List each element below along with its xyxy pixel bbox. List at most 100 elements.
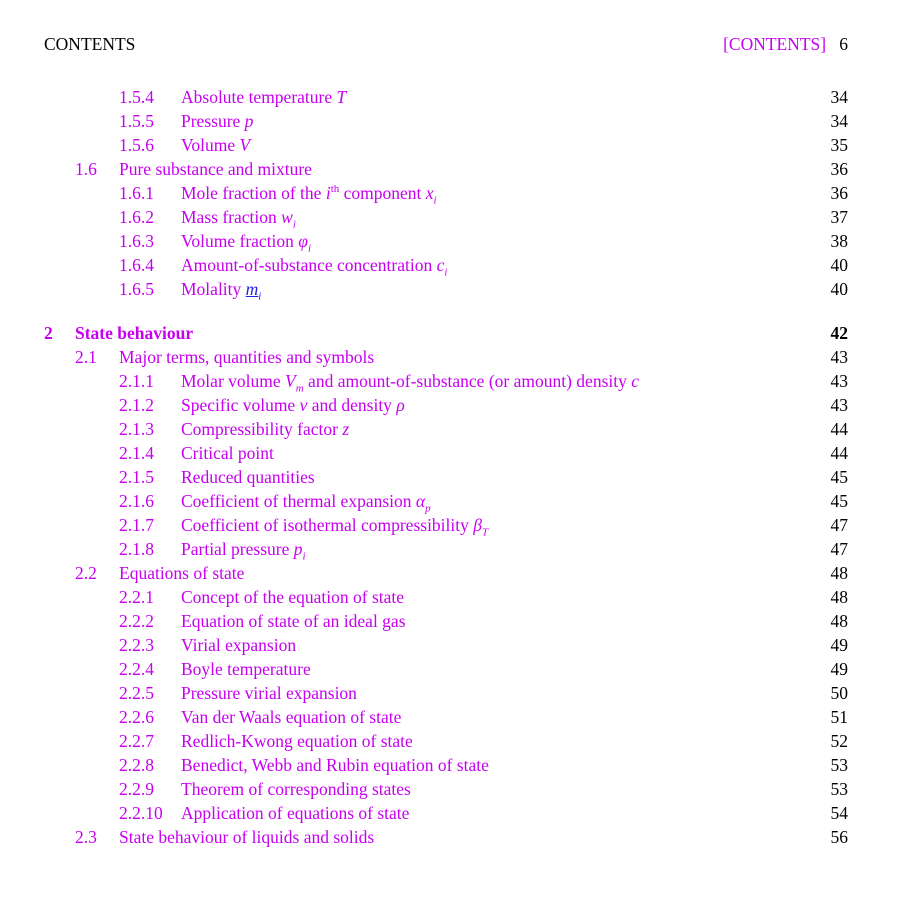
entry-number[interactable]: 1.6.3 [119,231,154,251]
entry-title[interactable]: Equation of state of an ideal gas [181,609,406,633]
entry-page[interactable]: 42 [830,323,849,343]
entry-number[interactable]: 2.2 [75,563,97,583]
toc-entry[interactable]: 2.2.7 Redlich-Kwong equation of state 52 [0,729,898,753]
entry-page[interactable]: 49 [830,635,849,655]
entry-page[interactable]: 48 [830,611,849,631]
entry-page[interactable]: 43 [830,347,849,367]
entry-title[interactable]: Reduced quantities [181,465,315,489]
toc-entry[interactable]: 1.5.5 Pressure p 34 [0,109,898,133]
entry-title[interactable]: State behaviour of liquids and solids [119,825,374,849]
entry-page[interactable]: 47 [830,515,849,535]
entry-title[interactable]: Pure substance and mixture [119,157,312,181]
entry-number[interactable]: 2.2.10 [119,803,163,823]
toc-entry[interactable]: 2.2.6 Van der Waals equation of state 51 [0,705,898,729]
entry-title[interactable]: Absolute temperature T [181,85,346,109]
entry-number[interactable]: 2.3 [75,827,97,847]
toc-entry[interactable]: 2.2.3 Virial expansion 49 [0,633,898,657]
entry-number[interactable]: 2.1.1 [119,371,154,391]
entry-page[interactable]: 45 [830,491,849,511]
entry-number[interactable]: 2.1.4 [119,443,154,463]
entry-page[interactable]: 43 [830,395,849,415]
entry-number[interactable]: 2.2.4 [119,659,154,679]
entry-title[interactable]: Amount-of-substance concentration ci [181,253,447,278]
entry-title[interactable]: Volume fraction φi [181,229,311,254]
entry-page[interactable]: 38 [830,231,849,251]
entry-page[interactable]: 48 [830,587,849,607]
entry-number[interactable]: 2.1.6 [119,491,154,511]
entry-title[interactable]: Critical point [181,441,274,465]
entry-number[interactable]: 1.6.2 [119,207,154,227]
entry-page[interactable]: 40 [830,255,849,275]
entry-number[interactable]: 2.1.7 [119,515,154,535]
entry-title[interactable]: Volume V [181,133,250,157]
entry-number[interactable]: 2.1 [75,347,97,367]
entry-title[interactable]: Theorem of corresponding states [181,777,411,801]
contents-link[interactable]: [CONTENTS] [723,34,827,54]
entry-number[interactable]: 2.2.5 [119,683,154,703]
entry-title[interactable]: State behaviour [75,321,193,345]
entry-page[interactable]: 49 [830,659,849,679]
toc-entry[interactable]: 1.6.1 Mole fraction of the ith component … [0,181,898,206]
toc-entry[interactable]: 1.6.4 Amount-of-substance concentration c… [0,253,898,278]
toc-entry[interactable]: 2.2.8 Benedict, Webb and Rubin equation o… [0,753,898,777]
entry-number[interactable]: 2.2.7 [119,731,154,751]
entry-title[interactable]: Major terms, quantities and symbols [119,345,374,369]
entry-number[interactable]: 2.2.2 [119,611,154,631]
entry-number[interactable]: 1.5.5 [119,111,154,131]
entry-page[interactable]: 50 [830,683,849,703]
entry-title[interactable]: Benedict, Webb and Rubin equation of sta… [181,753,489,777]
toc-entry[interactable]: 1.6.2 Mass fraction wi 37 [0,205,898,230]
entry-title[interactable]: Redlich-Kwong equation of state [181,729,413,753]
entry-title[interactable]: Application of equations of state [181,801,409,825]
entry-title[interactable]: Compressibility factor z [181,417,349,441]
toc-entry[interactable]: 2.1.4 Critical point 44 [0,441,898,465]
toc-entry[interactable]: 2.1 Major terms, quantities and symbols 43 [0,345,898,369]
entry-number[interactable]: 1.5.4 [119,87,154,107]
entry-page[interactable]: 43 [830,371,849,391]
entry-number[interactable]: 1.6.1 [119,183,154,203]
entry-title[interactable]: Molality mi [181,277,261,302]
entry-title[interactable]: Molar volume Vm and amount-of-substance … [181,369,639,394]
toc-entry[interactable]: 1.6.3 Volume fraction φi 38 [0,229,898,254]
entry-title[interactable]: Mole fraction of the ith component xi [181,181,437,206]
entry-number[interactable]: 2.1.5 [119,467,154,487]
entry-title[interactable]: Boyle temperature [181,657,311,681]
entry-page[interactable]: 34 [830,111,849,131]
toc-entry[interactable]: 2.2.2 Equation of state of an ideal gas 48 [0,609,898,633]
entry-title[interactable]: Concept of the equation of state [181,585,404,609]
entry-number[interactable]: 2.2.6 [119,707,154,727]
entry-number[interactable]: 2 [44,323,53,343]
entry-number[interactable]: 2.1.8 [119,539,154,559]
entry-title[interactable]: Virial expansion [181,633,296,657]
entry-title[interactable]: Mass fraction wi [181,205,296,230]
toc-entry[interactable]: 2.1.1 Molar volume Vm and amount-of-subst… [0,369,898,394]
toc-entry[interactable]: 2.3 State behaviour of liquids and solids… [0,825,898,849]
entry-page[interactable]: 35 [830,135,849,155]
entry-page[interactable]: 37 [830,207,849,227]
entry-number[interactable]: 1.6.4 [119,255,154,275]
entry-page[interactable]: 36 [830,183,849,203]
entry-title[interactable]: Van der Waals equation of state [181,705,401,729]
entry-number[interactable]: 1.6 [75,159,97,179]
entry-number[interactable]: 2.2.3 [119,635,154,655]
entry-title[interactable]: Pressure p [181,109,253,133]
entry-number[interactable]: 2.1.3 [119,419,154,439]
entry-page[interactable]: 44 [830,443,849,463]
toc-entry[interactable]: 2.2.4 Boyle temperature 49 [0,657,898,681]
entry-number[interactable]: 1.5.6 [119,135,154,155]
entry-page[interactable]: 51 [830,707,849,727]
entry-number[interactable]: 2.2.8 [119,755,154,775]
entry-page[interactable]: 52 [830,731,849,751]
entry-page[interactable]: 47 [830,539,849,559]
